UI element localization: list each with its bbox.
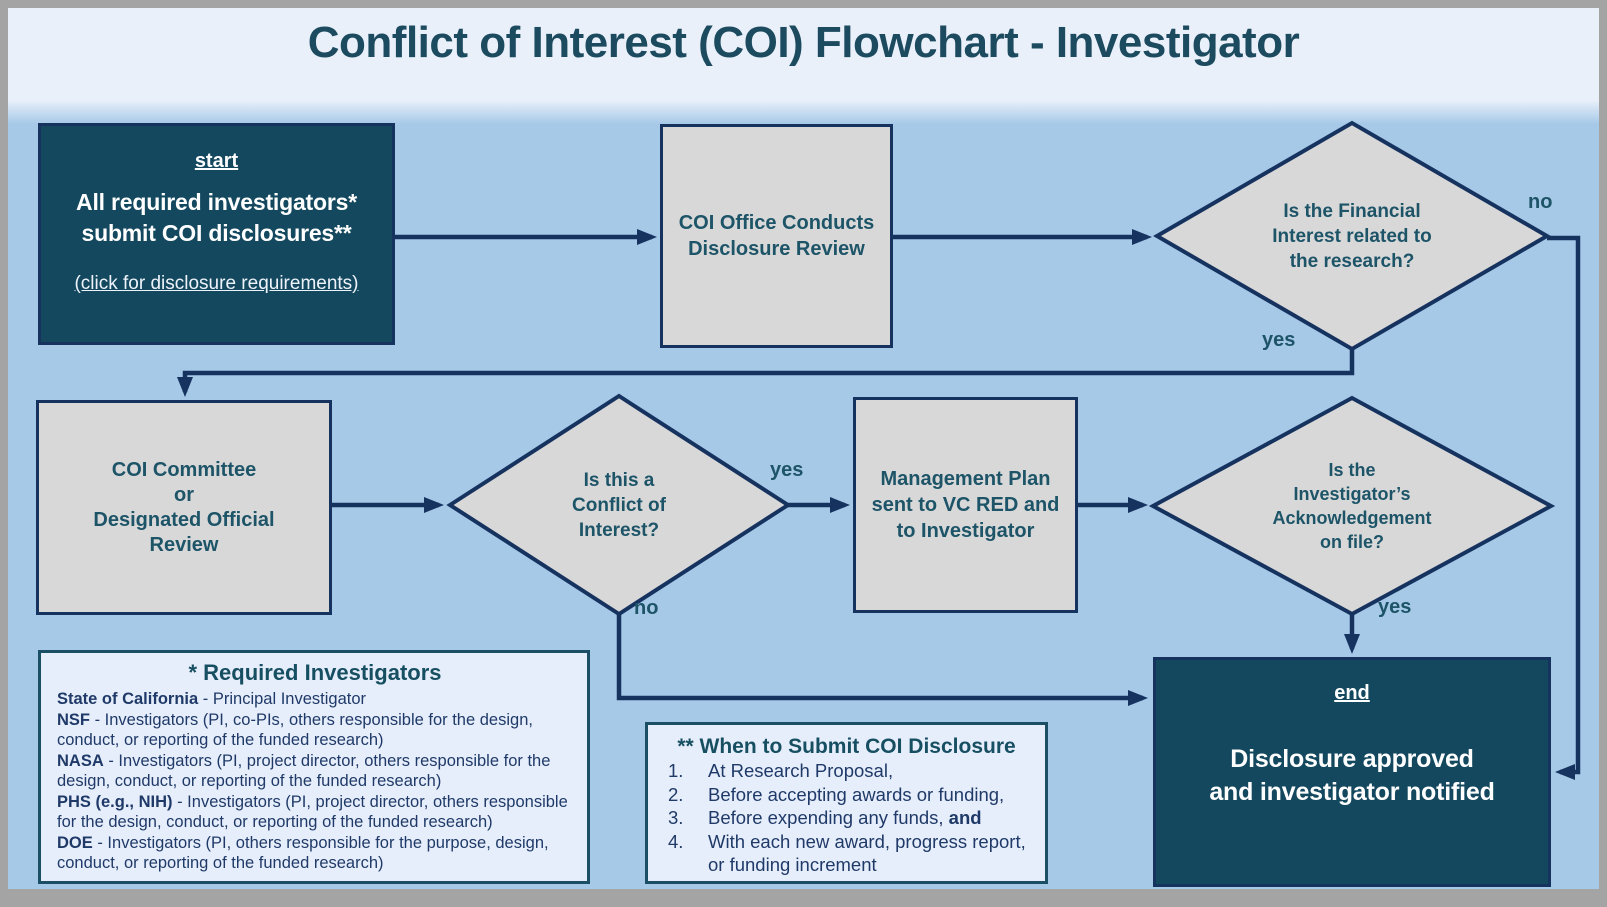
required-item-term: PHS (e.g., NIH): [57, 792, 173, 811]
end-node-heading: end: [1334, 682, 1370, 704]
page-title: Conflict of Interest (COI) Flowchart - I…: [307, 18, 1300, 67]
acknowledgement-decision-text: Is the Investigator’s Acknowledgement on…: [1272, 460, 1432, 552]
start-node-text: All required investigators* submit COI d…: [76, 189, 357, 246]
when-item-number: 4.: [668, 830, 684, 852]
when-item-text: At Research Proposal,: [708, 759, 1031, 783]
required-item-text: - Investigators (PI, co-PIs, others resp…: [57, 710, 533, 750]
connector-conflict-no-to-end: [616, 614, 1148, 706]
when-item-number: 3.: [668, 807, 684, 828]
when-item-1: 1. At Research Proposal,: [662, 759, 1031, 783]
label-acknowledgement-yes: yes: [1378, 596, 1412, 618]
start-node: start All required investigators* submit…: [38, 123, 395, 345]
required-item-term: State of California: [57, 690, 199, 708]
end-node: end Disclosure approved and investigator…: [1153, 657, 1551, 887]
label-conflict-yes: yes: [770, 459, 804, 481]
when-item-text-main: Before accepting awards or funding,: [708, 783, 1005, 805]
label-financial-no: no: [1528, 191, 1553, 213]
required-item-phs: PHS (e.g., NIH) - Investigators (PI, pro…: [57, 792, 573, 833]
conflict-decision-text: Is this a Conflict of Interest?: [572, 469, 666, 541]
required-item-nsf: NSF - Investigators (PI, co-PIs, others …: [57, 710, 573, 751]
required-investigators-box: * Required Investigators State of Califo…: [38, 650, 590, 884]
acknowledgement-decision-shape: [1148, 395, 1556, 617]
required-investigators-title: * Required Investigators: [188, 660, 442, 685]
required-item-nasa: NASA - Investigators (PI, project direct…: [57, 751, 573, 792]
financial-interest-decision-shape: [1153, 120, 1551, 352]
required-item-term: NSF: [57, 710, 90, 729]
required-item-state: State of California - Principal Investig…: [57, 689, 573, 710]
required-item-text: - Investigators (PI, project director, o…: [57, 792, 568, 832]
label-conflict-no: no: [634, 597, 659, 619]
when-item-3: 3. Before expending any funds, and: [662, 806, 1031, 830]
when-item-number: 2.: [668, 783, 684, 805]
when-item-4: 4. With each new award, progress report,…: [662, 830, 1031, 877]
required-item-term: DOE: [57, 833, 93, 852]
when-to-submit-box: ** When to Submit COI Disclosure 1. At R…: [645, 722, 1048, 884]
disclosure-requirements-link[interactable]: (click for disclosure requirements): [74, 273, 359, 294]
committee-review-node: COI Committee or Designated Official Rev…: [36, 400, 332, 615]
start-node-heading: start: [194, 150, 239, 172]
connector-financial-yes-to-committee: [177, 349, 1355, 397]
coi-office-node: COI Office Conducts Disclosure Review: [660, 124, 893, 348]
end-node-text: Disclosure approved and investigator not…: [1209, 745, 1495, 806]
required-item-text: - Principal Investigator: [198, 690, 367, 708]
required-item-term: NASA: [57, 751, 104, 770]
label-financial-yes: yes: [1262, 329, 1296, 351]
when-item-text-main: Before expending any funds,: [708, 807, 949, 828]
when-item-number: 1.: [668, 760, 684, 781]
when-item-text: Before expending any funds, and: [708, 806, 1031, 830]
connector-financial-no-to-end: [1547, 235, 1581, 780]
management-plan-node: Management Plan sent to VC RED and to In…: [853, 397, 1078, 613]
when-item-text-main: With each new award, progress report, or…: [708, 830, 1026, 876]
required-item-doe: DOE - Investigators (PI, others responsi…: [57, 833, 573, 874]
when-item-text: Before accepting awards or funding,: [708, 783, 1031, 807]
required-item-text: - Investigators (PI, others responsible …: [57, 833, 549, 873]
when-item-text: With each new award, progress report, or…: [708, 830, 1031, 877]
title-bar: [8, 8, 1599, 100]
financial-interest-decision-text: Is the Financial Interest related to the…: [1272, 200, 1432, 272]
required-item-text: - Investigators (PI, project director, o…: [57, 751, 551, 791]
when-item-2: 2. Before accepting awards or funding,: [662, 783, 1031, 807]
conflict-decision-shape: [446, 393, 792, 617]
title-bar-fade: [8, 100, 1599, 124]
when-item-text-main: At Research Proposal,: [708, 760, 894, 781]
when-item-text-bold: and: [948, 807, 982, 828]
when-to-submit-title: ** When to Submit COI Disclosure: [677, 735, 1016, 758]
